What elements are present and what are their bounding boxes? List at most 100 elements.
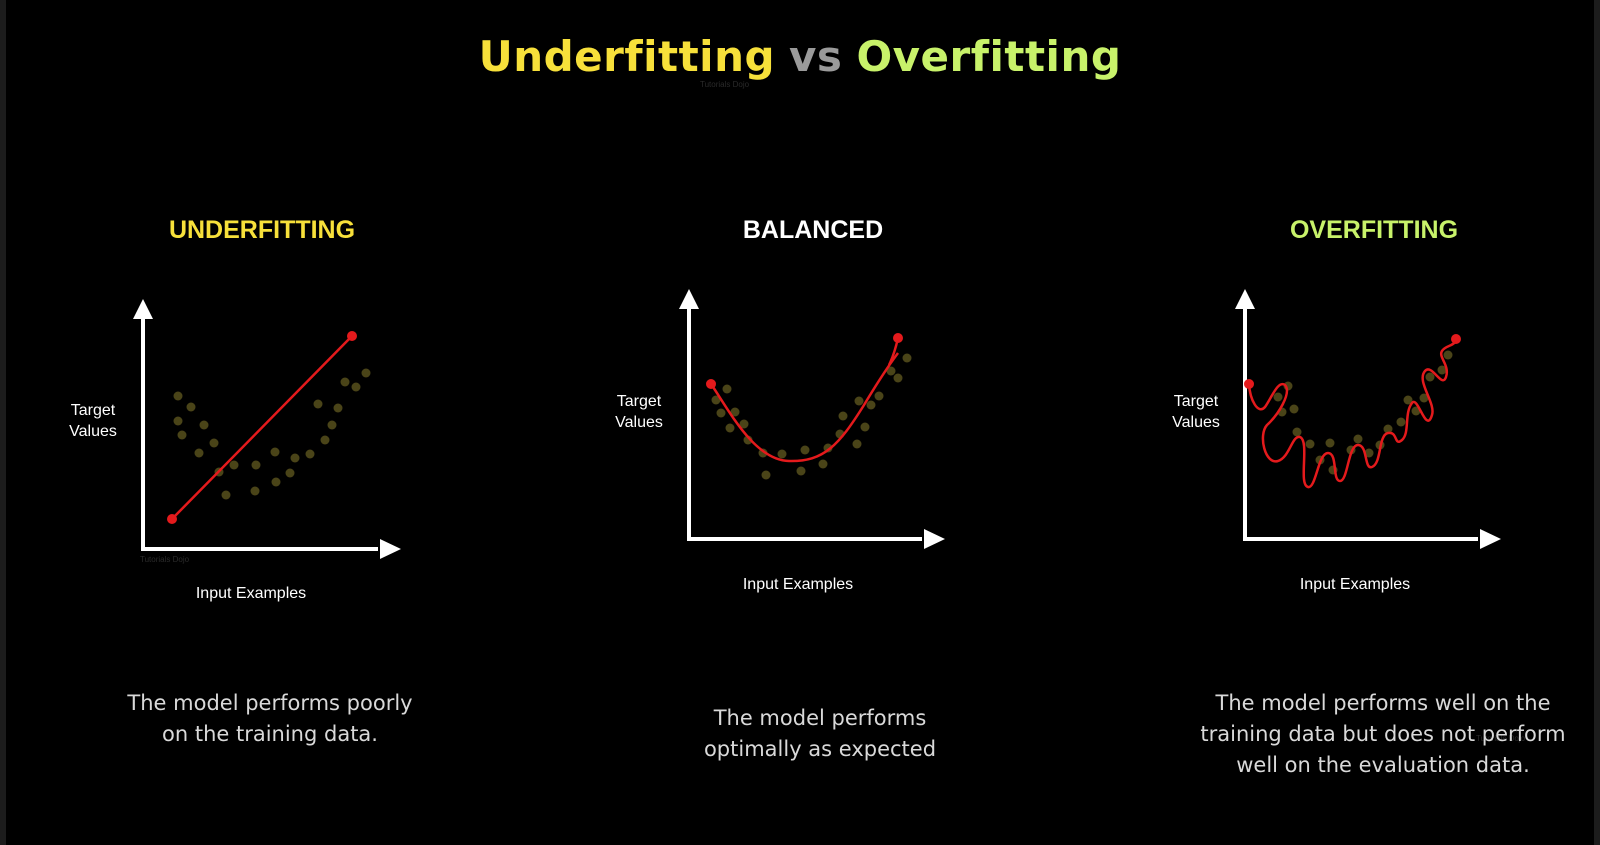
watermark-underfitting: Tutorials Dojo — [140, 555, 190, 564]
data-point — [1364, 448, 1374, 458]
model-curve — [1247, 340, 1458, 489]
model-curve — [709, 352, 900, 463]
watermark-top: Tutorials Dojo — [700, 80, 750, 89]
watermark-overfitting: Tutorials Dojo — [1476, 734, 1526, 743]
data-point — [177, 430, 187, 440]
data-point — [730, 407, 740, 417]
plot-overfitting — [1235, 289, 1501, 549]
data-point — [305, 449, 315, 459]
data-point — [761, 470, 771, 480]
data-point — [800, 445, 810, 455]
model-line — [171, 335, 353, 520]
y-axis-arrow — [679, 289, 699, 309]
data-point — [285, 468, 295, 478]
y-axis-label-line1: Target — [616, 393, 662, 410]
plot-underfitting — [133, 299, 401, 559]
left-edge — [0, 0, 6, 845]
data-point — [874, 391, 884, 401]
data-point — [796, 466, 806, 476]
data-point — [893, 373, 903, 383]
axes — [679, 289, 945, 549]
data-point — [722, 384, 732, 394]
title-vs: vs — [789, 32, 843, 81]
data-points — [173, 368, 371, 500]
data-point — [854, 396, 864, 406]
right-edge — [1594, 0, 1600, 845]
data-point — [838, 411, 848, 421]
data-point — [818, 459, 828, 469]
data-point — [902, 353, 912, 363]
x-axis-arrow — [924, 529, 945, 549]
model-line-start — [167, 514, 177, 524]
data-point — [1383, 424, 1393, 434]
data-point — [716, 408, 726, 418]
y-axis-arrow — [133, 299, 153, 319]
data-point — [1289, 404, 1299, 414]
y-axis-arrow — [1235, 289, 1255, 309]
y-axis-label-line2: Values — [615, 414, 663, 431]
x-axis-label-overfitting: Input Examples — [1299, 576, 1411, 593]
data-point — [1396, 417, 1406, 427]
y-axis-label-line2: Values — [1172, 414, 1220, 431]
y-axis-label-balanced: Target Values — [594, 391, 684, 433]
data-point — [313, 399, 323, 409]
data-point — [1292, 427, 1302, 437]
data-point — [866, 400, 876, 410]
axes — [133, 299, 401, 559]
model-curve-start — [706, 379, 716, 389]
title-underfitting: Underfitting — [478, 32, 776, 81]
model-curve-end — [1451, 334, 1461, 344]
heading-overfitting: OVERFITTING — [1289, 216, 1459, 244]
model-line-end — [347, 331, 357, 341]
x-axis-arrow — [1480, 529, 1501, 549]
data-point — [229, 460, 239, 470]
caption-overfitting: The model performs well on the training … — [1200, 691, 1566, 777]
data-point — [1325, 438, 1335, 448]
data-point — [271, 477, 281, 487]
data-point — [186, 402, 196, 412]
data-point — [361, 368, 371, 378]
data-point — [250, 486, 260, 496]
data-point — [886, 366, 896, 376]
data-point — [1443, 350, 1453, 360]
data-point — [327, 420, 337, 430]
data-point — [333, 403, 343, 413]
y-axis-label-line1: Target — [1173, 393, 1219, 410]
data-point — [221, 490, 231, 500]
y-axis-label-overfitting: Target Values — [1151, 391, 1241, 433]
data-point — [777, 449, 787, 459]
data-point — [725, 423, 735, 433]
page-title: Underfitting vs Overfitting — [0, 32, 1600, 81]
y-axis-label-line1: Target — [70, 402, 116, 419]
caption-underfitting: The model performs poorly on the trainin… — [127, 691, 413, 746]
y-axis-label-underfitting: Target Values — [48, 400, 138, 442]
data-point — [711, 395, 721, 405]
data-point — [290, 453, 300, 463]
data-point — [351, 382, 361, 392]
axes — [1235, 289, 1501, 549]
data-point — [199, 420, 209, 430]
x-axis-arrow — [380, 539, 401, 559]
heading-balanced: BALANCED — [742, 216, 884, 244]
data-point — [1437, 365, 1447, 375]
plot-balanced — [679, 289, 945, 549]
data-point — [739, 419, 749, 429]
model-curve-start — [1244, 379, 1254, 389]
title-overfitting: Overfitting — [856, 32, 1122, 81]
caption-balanced: The model performs optimally as expected — [703, 706, 937, 761]
data-point — [1425, 372, 1435, 382]
data-point — [340, 377, 350, 387]
x-axis-label-balanced: Input Examples — [742, 576, 854, 593]
data-point — [852, 439, 862, 449]
data-point — [270, 447, 280, 457]
data-point — [173, 391, 183, 401]
data-point — [1353, 434, 1363, 444]
y-axis-label-line2: Values — [69, 423, 117, 440]
data-point — [1273, 392, 1283, 402]
x-axis-label-underfitting: Input Examples — [195, 585, 307, 602]
data-points — [711, 353, 912, 480]
data-point — [860, 422, 870, 432]
data-point — [320, 435, 330, 445]
data-point — [194, 448, 204, 458]
data-point — [173, 416, 183, 426]
